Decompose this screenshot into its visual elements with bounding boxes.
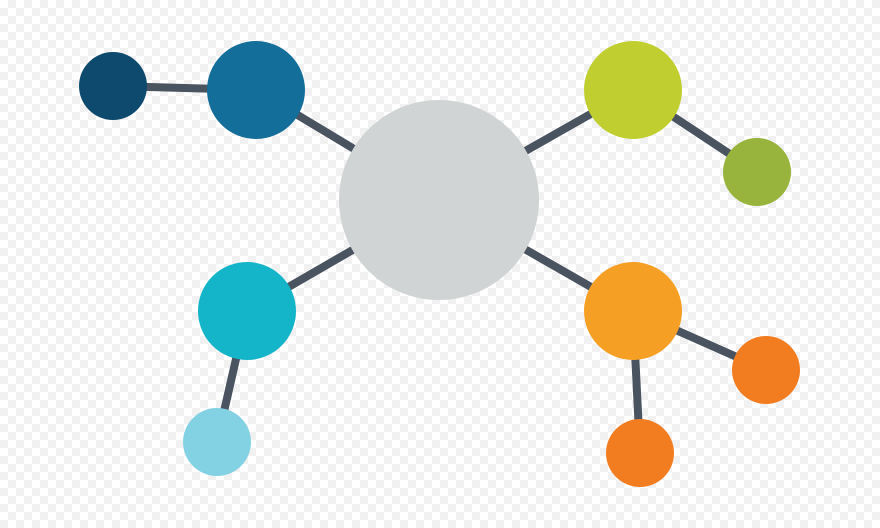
node-lime-main: [584, 41, 682, 139]
node-green-leaf: [723, 138, 791, 206]
node-teal-main: [198, 262, 296, 360]
node-orange-bottom: [606, 419, 674, 487]
node-center: [339, 100, 539, 300]
node-orange-main: [584, 262, 682, 360]
node-orange-right: [732, 336, 800, 404]
node-blue-dark: [79, 52, 147, 120]
node-blue-main: [207, 41, 305, 139]
nodes-layer: [79, 41, 800, 487]
node-teal-light: [183, 408, 251, 476]
